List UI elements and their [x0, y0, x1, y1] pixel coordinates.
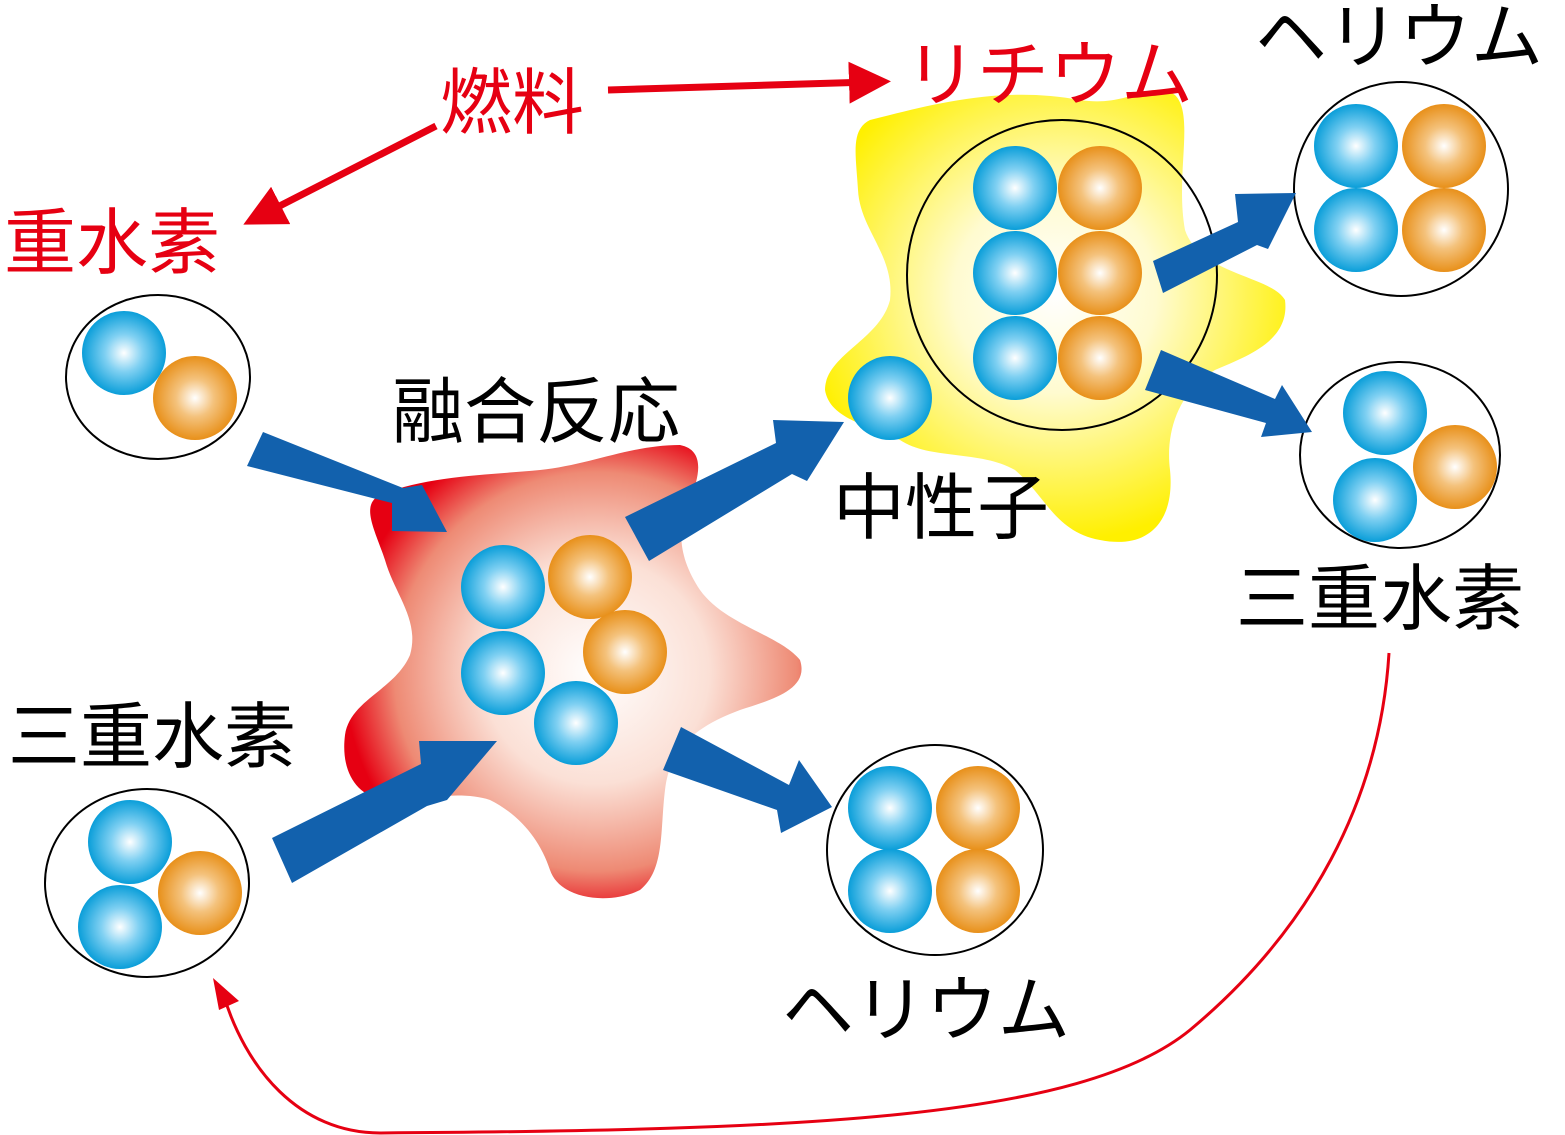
arrow-fuel-to-lithium — [607, 61, 891, 104]
fusion-core-cluster — [461, 535, 667, 765]
arrow-lithium-to-tritium — [1145, 350, 1312, 437]
arrow-tritium-recycle-head — [213, 978, 239, 1010]
proton — [82, 311, 166, 395]
label-helium-top: ヘリウム — [1255, 0, 1543, 79]
lithium-atom — [906, 119, 1218, 431]
label-neutron: 中性子 — [833, 466, 1049, 550]
arrow-lithium-to-helium — [1153, 193, 1296, 293]
neutron — [153, 356, 237, 440]
arrow-tritium-recycle — [220, 652, 1391, 1135]
label-fusion-reaction: 融合反応 — [392, 370, 680, 454]
arrow-deuterium-to-reaction — [247, 432, 447, 532]
free-neutron — [848, 356, 932, 440]
label-helium-bottom: ヘリウム — [782, 968, 1070, 1052]
arrow-reaction-to-helium — [663, 727, 832, 833]
label-lithium: リチウム — [905, 33, 1193, 117]
label-tritium-left: 三重水素 — [8, 695, 296, 779]
helium-atom-top — [1293, 81, 1509, 297]
helium-atom-bottom — [826, 744, 1044, 956]
proton — [78, 885, 162, 969]
label-tritium-right: 三重水素 — [1236, 557, 1524, 641]
arrow-tritium-to-reaction — [272, 741, 497, 883]
arrow-reaction-to-neutron — [625, 420, 844, 561]
tritium-atom-left — [44, 788, 250, 978]
lithium-glow-region — [825, 89, 1286, 542]
neutron — [158, 851, 242, 935]
deuterium-atom — [65, 294, 251, 460]
tritium-atom-right — [1299, 361, 1501, 549]
proton — [88, 800, 172, 884]
label-fuel: 燃料 — [440, 61, 584, 145]
arrow-fuel-to-deuterium — [243, 122, 438, 225]
label-deuterium: 重水素 — [4, 201, 220, 285]
